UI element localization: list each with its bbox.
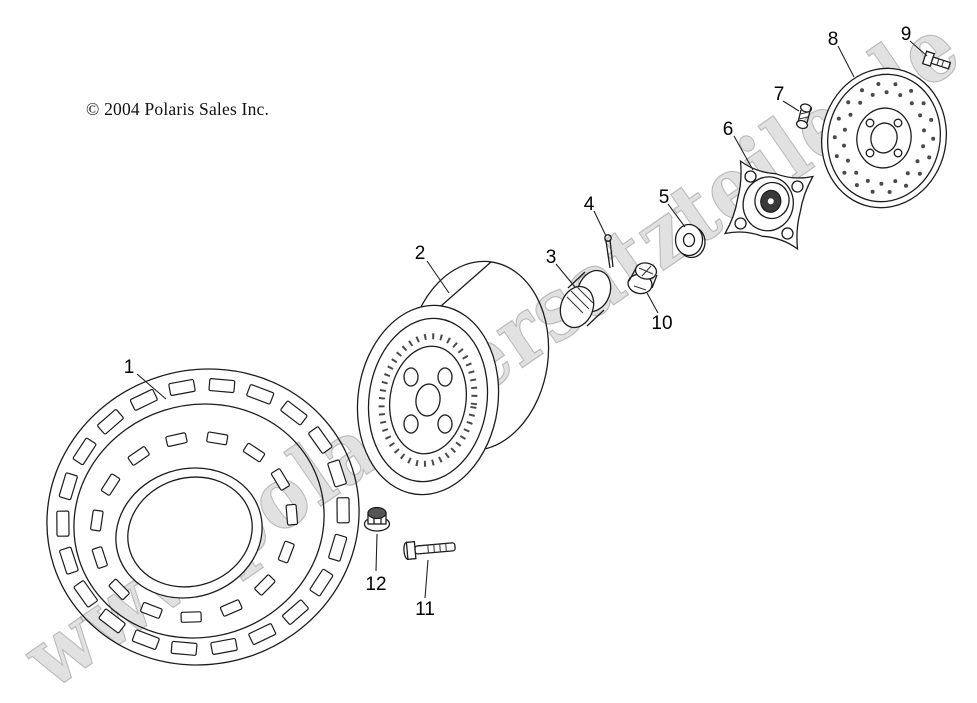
brake-disc bbox=[820, 67, 948, 209]
callout-leaders bbox=[136, 40, 928, 599]
disc-mount-hole bbox=[893, 118, 903, 128]
callout-leader-12 bbox=[375, 533, 378, 572]
callout-label-6: 6 bbox=[723, 119, 734, 140]
callout-leader-3 bbox=[555, 263, 576, 288]
callout-label-10: 10 bbox=[651, 313, 672, 334]
callout-leader-1 bbox=[136, 373, 167, 400]
callout-leader-5 bbox=[667, 203, 686, 228]
callout-label-9: 9 bbox=[901, 24, 912, 45]
rim-lug-hole bbox=[403, 414, 419, 434]
callout-label-11: 11 bbox=[415, 599, 435, 620]
tire-tread-inner bbox=[90, 431, 299, 623]
disc-mount-hole bbox=[865, 118, 875, 128]
washer bbox=[674, 223, 706, 259]
rim-lug-hole bbox=[437, 367, 453, 387]
hub-bolt bbox=[403, 540, 456, 560]
callout-numbers: 1 2 3 4 5 6 7 8 9 10 11 12 bbox=[124, 24, 912, 620]
wheel-hub bbox=[723, 159, 815, 251]
callout-label-12: 12 bbox=[365, 574, 386, 595]
wheel-stud bbox=[795, 103, 813, 130]
rim-lug-hole bbox=[437, 414, 453, 434]
callout-leader-6 bbox=[733, 135, 754, 171]
flange-nut bbox=[363, 506, 391, 532]
tire bbox=[46, 368, 360, 666]
cotter-pin bbox=[604, 234, 614, 269]
callout-leader-11 bbox=[424, 559, 429, 599]
hub-bolt-hole bbox=[791, 180, 804, 193]
disc-mount-hole bbox=[893, 148, 903, 158]
callout-label-5: 5 bbox=[659, 187, 670, 208]
hub-bolt-hole bbox=[781, 227, 794, 240]
callout-label-4: 4 bbox=[584, 194, 595, 215]
callout-leader-8 bbox=[837, 45, 855, 78]
callout-label-1: 1 bbox=[124, 357, 135, 378]
castle-nut bbox=[627, 262, 658, 295]
wheel-rim bbox=[356, 260, 550, 496]
hub-bolt-hole bbox=[734, 217, 747, 230]
callout-leader-7 bbox=[782, 100, 800, 112]
hub-cap bbox=[559, 269, 612, 329]
callout-leader-2 bbox=[426, 260, 450, 294]
callout-label-7: 7 bbox=[774, 84, 785, 105]
hub-bolt-hole bbox=[744, 170, 757, 183]
callout-label-2: 2 bbox=[415, 243, 426, 264]
callout-label-3: 3 bbox=[546, 247, 557, 268]
callout-leader-10 bbox=[646, 292, 659, 314]
rim-lug-hole bbox=[403, 367, 419, 387]
disc-mount-hole bbox=[865, 148, 875, 158]
tire-tread-outer bbox=[56, 378, 350, 656]
copyright-text: © 2004 Polaris Sales Inc. bbox=[86, 99, 270, 119]
callout-leader-4 bbox=[593, 210, 607, 237]
callout-label-8: 8 bbox=[828, 29, 839, 50]
callout-leader-9 bbox=[909, 40, 928, 57]
disc-drilled-holes bbox=[832, 82, 936, 194]
